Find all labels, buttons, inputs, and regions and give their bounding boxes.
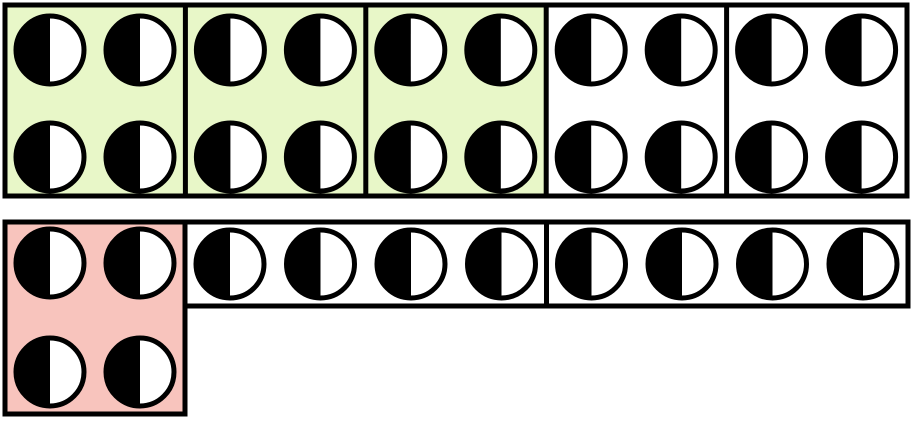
half-circle-icon xyxy=(103,335,177,409)
half-circle-icon xyxy=(826,227,900,301)
half-circle-icon xyxy=(13,335,87,409)
half-circle-icon xyxy=(644,120,718,194)
half-circle-icon xyxy=(193,13,267,87)
half-circle-icon xyxy=(193,227,267,301)
top-block xyxy=(5,5,186,196)
half-circle-icon xyxy=(13,120,87,194)
top-row xyxy=(2,2,910,199)
half-circle-icon xyxy=(464,120,538,194)
half-circle-icon xyxy=(284,227,357,301)
top-row-border xyxy=(2,2,910,199)
bottom-row xyxy=(2,219,911,417)
half-circle-icon xyxy=(13,226,87,300)
bottom-red-block xyxy=(2,219,188,417)
half-circle-icon xyxy=(736,227,809,301)
half-circle-icon xyxy=(103,226,177,300)
top-block xyxy=(185,5,366,196)
half-circle-icon xyxy=(103,13,177,87)
top-block xyxy=(546,5,727,196)
half-circle-icon xyxy=(374,13,448,87)
half-circle-icon xyxy=(374,120,448,194)
half-circle-icon xyxy=(283,13,357,87)
bottom-white-block xyxy=(182,219,549,309)
half-circle-icon xyxy=(464,13,538,87)
half-circle-icon xyxy=(825,120,899,194)
half-circle-icon xyxy=(193,120,267,194)
half-circle-icon xyxy=(644,13,718,87)
half-circle-icon xyxy=(554,13,628,87)
bottom-white-block xyxy=(544,219,911,309)
half-circle-icon xyxy=(554,120,628,194)
half-circle-icon xyxy=(735,13,809,87)
half-circle-icon xyxy=(283,120,357,194)
half-circle-icon xyxy=(825,13,899,87)
half-circle-icon xyxy=(103,120,177,194)
top-block xyxy=(365,5,547,196)
half-circle-icon xyxy=(645,227,719,301)
half-circle-icon xyxy=(13,13,87,87)
half-circle-icon xyxy=(555,227,628,301)
top-block xyxy=(726,5,907,196)
half-circle-icon xyxy=(735,120,809,194)
half-circle-icon xyxy=(374,227,448,301)
half-circle-icon xyxy=(465,227,538,301)
